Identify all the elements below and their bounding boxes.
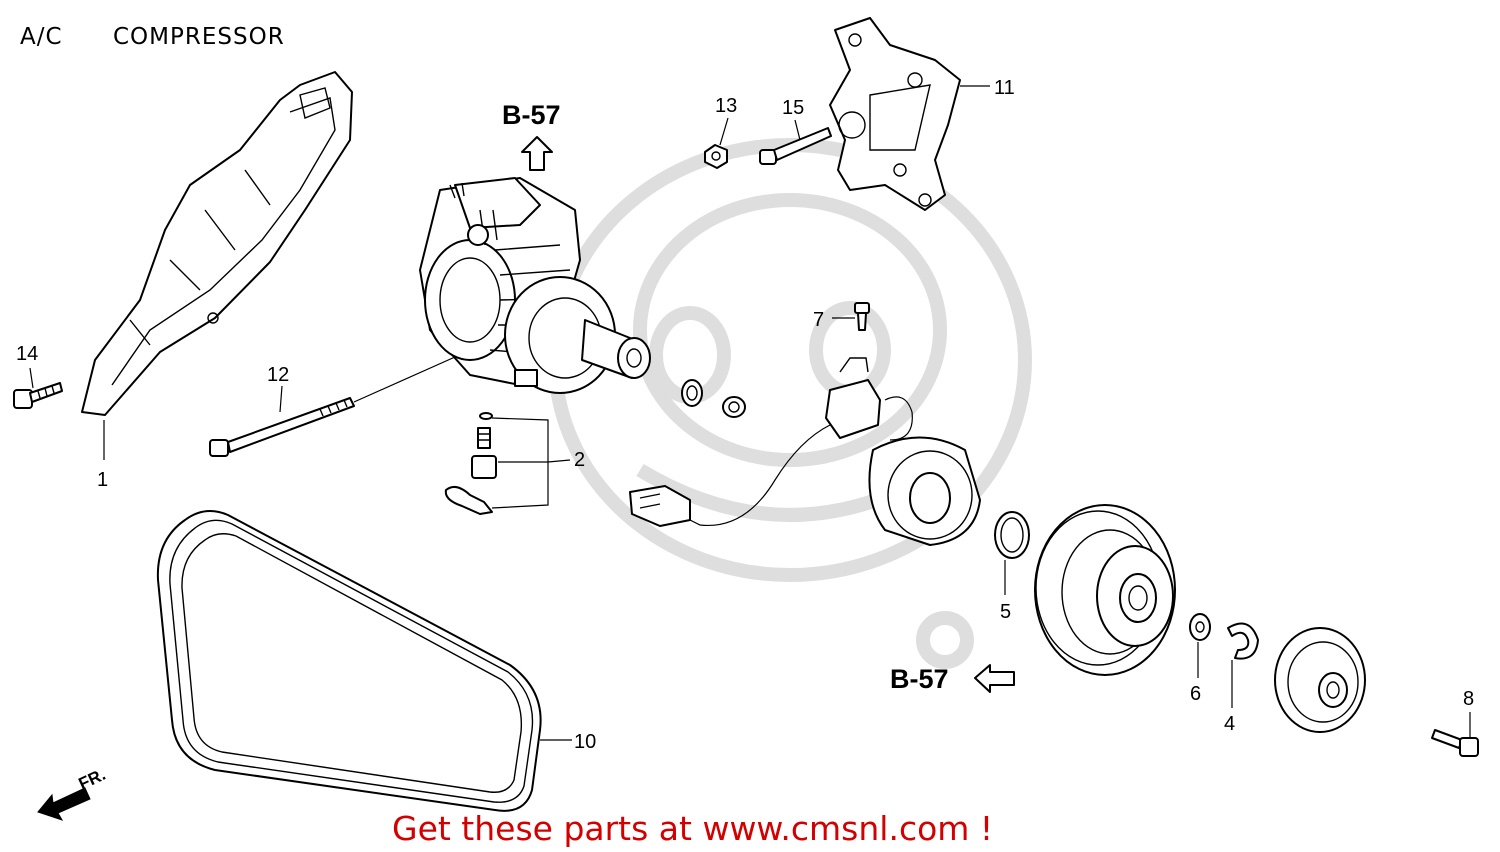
v-belt-10-part[interactable] — [156, 510, 572, 812]
front-direction-indicator: FR. — [37, 765, 109, 821]
reference-lower-label[interactable]: B-57 — [890, 664, 949, 694]
callout-1: 1 — [97, 469, 108, 491]
callout-15: 15 — [782, 97, 804, 119]
belt-cover-part[interactable] — [81, 71, 353, 416]
reference-upper[interactable]: B-57 — [502, 100, 561, 171]
callout-12: 12 — [267, 364, 289, 386]
callout-5: 5 — [1000, 601, 1011, 623]
arrow-left-icon — [974, 664, 1015, 693]
callout-6: 6 — [1190, 683, 1201, 705]
screw-7-part[interactable] — [832, 302, 870, 331]
reference-lower[interactable]: B-57 — [890, 664, 1015, 694]
washer-6-part[interactable] — [1189, 613, 1211, 678]
through-bolt-12-part[interactable] — [209, 356, 456, 457]
header-title: COMPRESSOR — [113, 24, 285, 50]
compressor-part[interactable] — [419, 177, 651, 394]
leader-12 — [279, 385, 283, 413]
shim-5-part[interactable] — [994, 511, 1030, 595]
callout-10: 10 — [574, 731, 596, 753]
callout-8: 8 — [1463, 688, 1474, 710]
nut-13-part[interactable] — [704, 117, 729, 169]
callout-14: 14 — [16, 343, 38, 365]
field-coil-part[interactable] — [629, 357, 981, 546]
relief-valve-2-part[interactable] — [444, 412, 571, 515]
armature-plate-part[interactable] — [1274, 627, 1366, 733]
callout-13: 13 — [715, 95, 737, 117]
pulley-part[interactable] — [1034, 504, 1176, 676]
snap-ring-4-part[interactable] — [1227, 622, 1259, 708]
arrow-front-icon — [37, 787, 91, 821]
callout-4: 4 — [1224, 713, 1235, 735]
center-bolt-8-part[interactable] — [1431, 712, 1479, 757]
watermark-logo — [548, 138, 1032, 669]
callout-2: 2 — [574, 449, 585, 471]
shaft-seal-part[interactable] — [681, 379, 746, 418]
header-category: A/C — [20, 24, 63, 50]
arrow-up-icon — [521, 136, 553, 171]
bolt-15-part[interactable] — [759, 119, 832, 165]
leader-14 — [29, 367, 34, 389]
callout-7: 7 — [813, 309, 824, 331]
reference-upper-label[interactable]: B-57 — [502, 100, 561, 130]
promo-link[interactable]: Get these parts at www.cmsnl.com ! — [392, 809, 993, 848]
callout-11: 11 — [994, 77, 1015, 99]
front-direction-label: FR. — [76, 765, 109, 794]
compressor-bracket-11-part[interactable] — [829, 17, 990, 211]
flange-bolt-14-part[interactable] — [13, 382, 63, 409]
